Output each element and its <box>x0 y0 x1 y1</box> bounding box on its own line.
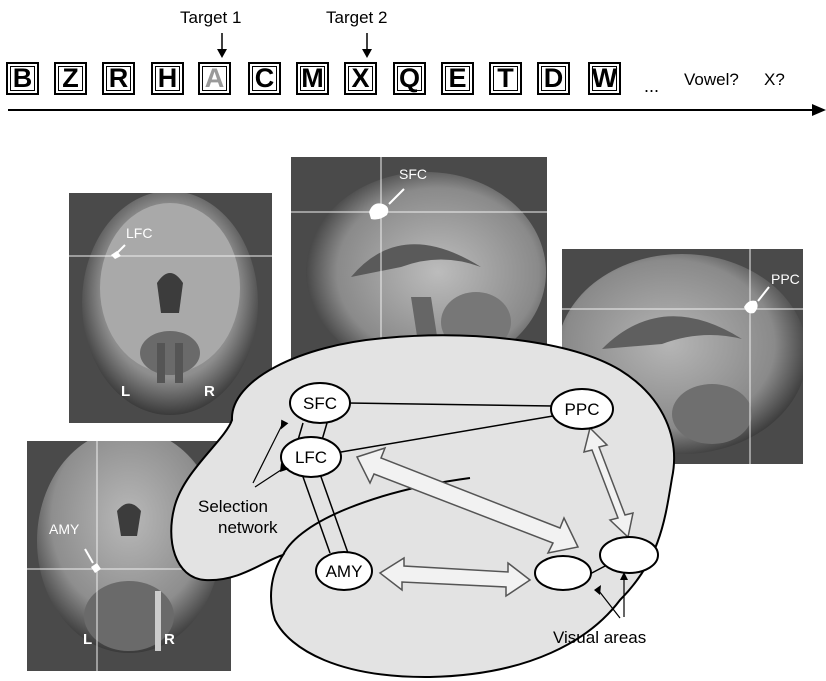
ppc-node-label: PPC <box>565 400 600 419</box>
visual-area-node-1 <box>535 556 591 590</box>
visual-area-node-2 <box>600 537 658 573</box>
sfc-node-label: SFC <box>303 394 337 413</box>
visual-areas-label: Visual areas <box>553 628 646 647</box>
amy-node-label: AMY <box>326 562 363 581</box>
selection-network-label-1: Selection <box>198 497 268 516</box>
lfc-node-label: LFC <box>295 448 327 467</box>
selection-network-label-2: network <box>218 518 278 537</box>
